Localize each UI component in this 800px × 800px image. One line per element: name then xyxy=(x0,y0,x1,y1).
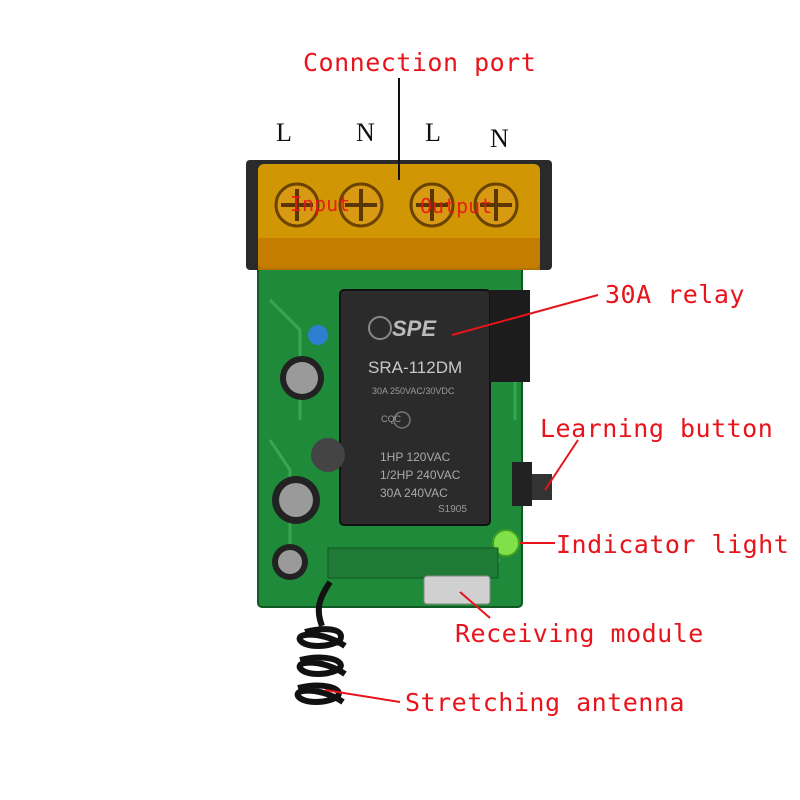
relay-logo-circle xyxy=(368,316,392,340)
callout-relay: 30A relay xyxy=(605,280,745,309)
terminal-screw-4 xyxy=(473,182,519,228)
antenna-coil xyxy=(294,580,347,705)
capacitor-1 xyxy=(280,356,324,400)
terminal-label-n-input: N xyxy=(356,118,375,147)
ceramic-capacitor xyxy=(308,325,328,345)
relay-line2: 1/2HP 240VAC xyxy=(380,468,461,482)
capacitor-2 xyxy=(272,476,320,524)
relay-rating: 30A 250VAC/30VDC xyxy=(372,386,455,396)
terminal-label-l-input: L xyxy=(276,118,292,147)
callout-learning-button: Learning button xyxy=(540,414,774,443)
callout-stretching-antenna: Stretching antenna xyxy=(405,688,685,717)
pointer-relay xyxy=(451,294,599,336)
pointer-receiving-module xyxy=(459,591,491,619)
callout-indicator-light: Indicator light xyxy=(556,530,790,559)
terminal-block-lower xyxy=(258,238,540,270)
terminal-label-l-output: L xyxy=(425,118,441,147)
relay-code: S1905 xyxy=(438,504,467,515)
relay-cert-mark xyxy=(393,411,411,429)
pointer-learning-button xyxy=(544,439,579,491)
output-label: Output xyxy=(420,194,493,218)
inductor xyxy=(311,438,345,472)
callout-pointers xyxy=(324,294,599,703)
terminal-screw-2 xyxy=(338,182,384,228)
learning-button-housing xyxy=(512,462,532,506)
relay-model: SRA-112DM xyxy=(368,358,463,377)
learning-button[interactable] xyxy=(532,474,552,500)
relay-line1: 1HP 120VAC xyxy=(380,450,451,464)
indicator-led xyxy=(492,529,520,557)
callout-connection-port: Connection port xyxy=(303,48,537,77)
input-label: Input xyxy=(290,192,351,216)
terminal-screw-1 xyxy=(274,182,320,228)
relay-body xyxy=(339,289,491,526)
relay-brand: SPE xyxy=(392,316,437,341)
relay-side-tab xyxy=(490,290,530,382)
terminal-label-n-output: N xyxy=(490,124,509,153)
pointer-antenna xyxy=(324,689,401,703)
relay-cert: CQC xyxy=(381,414,401,424)
capacitor-3 xyxy=(272,544,308,580)
crystal-oscillator xyxy=(423,575,491,605)
terminal-screw-3 xyxy=(409,182,455,228)
callout-receiving-module: Receiving module xyxy=(455,619,704,648)
relay-line3: 30A 240VAC xyxy=(380,486,448,500)
receiving-module-board xyxy=(327,547,499,579)
